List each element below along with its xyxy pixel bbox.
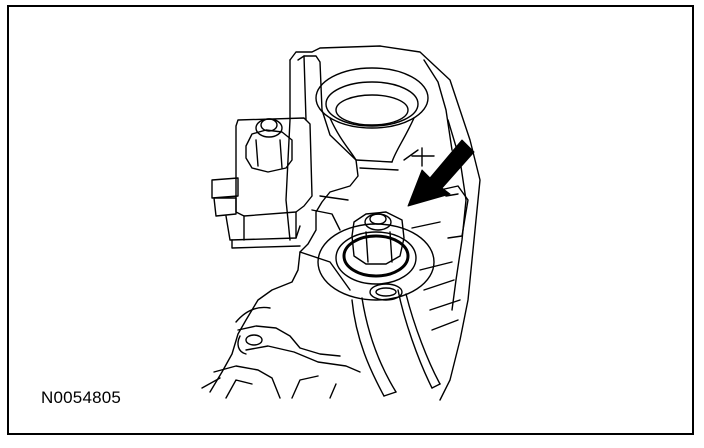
linkage-arm <box>351 289 441 397</box>
arrow-pointer-icon <box>407 139 475 207</box>
lower-body <box>201 195 361 399</box>
figure-code-label: N0054805 <box>41 388 122 407</box>
main-nut-assembly <box>317 211 435 301</box>
right-flange <box>403 147 469 331</box>
figure-frame <box>7 5 694 435</box>
housing-casting <box>209 45 481 401</box>
upper-left-nut <box>245 118 293 173</box>
lower-ring <box>369 283 403 301</box>
top-bore <box>315 67 429 171</box>
left-bracket <box>211 117 313 249</box>
